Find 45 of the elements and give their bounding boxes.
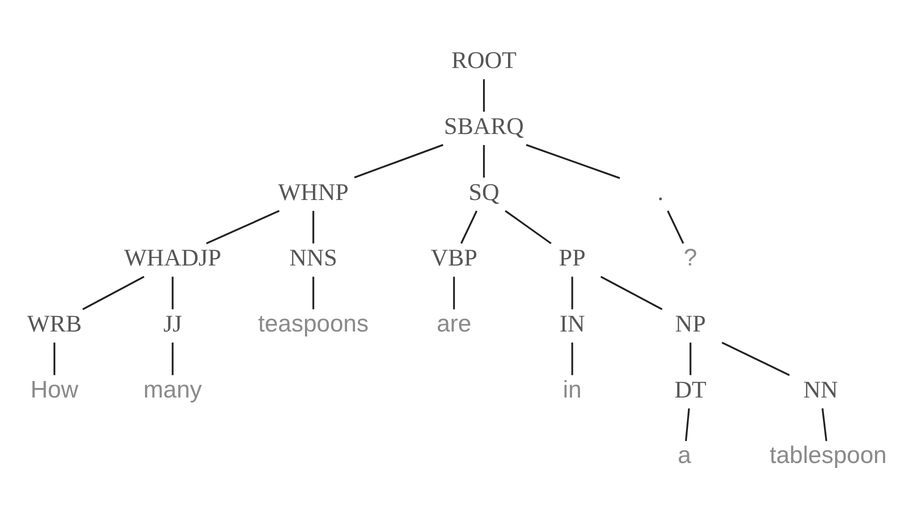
node-text: JJ (163, 312, 182, 338)
node-text: many (143, 376, 202, 404)
connector (82, 276, 144, 310)
node-text: VBP (430, 246, 478, 272)
node-text: NP (675, 312, 706, 338)
node-text: NNS (289, 246, 338, 272)
connector (666, 210, 684, 244)
node-text: a (678, 442, 692, 470)
connector (483, 145, 485, 178)
connector (690, 342, 692, 376)
connector (685, 408, 690, 442)
node-text: ? (684, 244, 698, 272)
connector (453, 276, 455, 310)
node-text: WHADJP (124, 246, 222, 272)
connector (172, 342, 174, 376)
node-text: ROOT (451, 48, 517, 74)
node-text: teaspoons (258, 310, 369, 338)
node-text: . (658, 180, 664, 206)
connector (504, 210, 552, 244)
connector (54, 342, 56, 376)
connector (206, 210, 280, 244)
connector (460, 210, 478, 244)
node-text: WRB (27, 312, 82, 338)
node-text: IN (560, 312, 585, 338)
connector (354, 144, 444, 178)
connector (571, 342, 574, 376)
node-text: tablespoon (770, 442, 887, 470)
node-text: are (436, 310, 472, 338)
connector (722, 342, 790, 376)
node-text: PP (558, 246, 586, 272)
connector (571, 276, 574, 310)
connector (312, 276, 314, 310)
node-text: SQ (468, 180, 500, 206)
connector (483, 79, 485, 112)
node-text: How (30, 376, 78, 404)
connector (312, 210, 314, 244)
node-text: SBARQ (444, 114, 524, 140)
connector (172, 276, 174, 310)
connector (600, 276, 663, 310)
connector (822, 408, 828, 442)
node-text: WHNP (278, 180, 349, 206)
connector (526, 144, 620, 179)
node-text: in (562, 376, 582, 404)
node-text: DT (674, 377, 706, 404)
node-text: NN (803, 377, 838, 404)
